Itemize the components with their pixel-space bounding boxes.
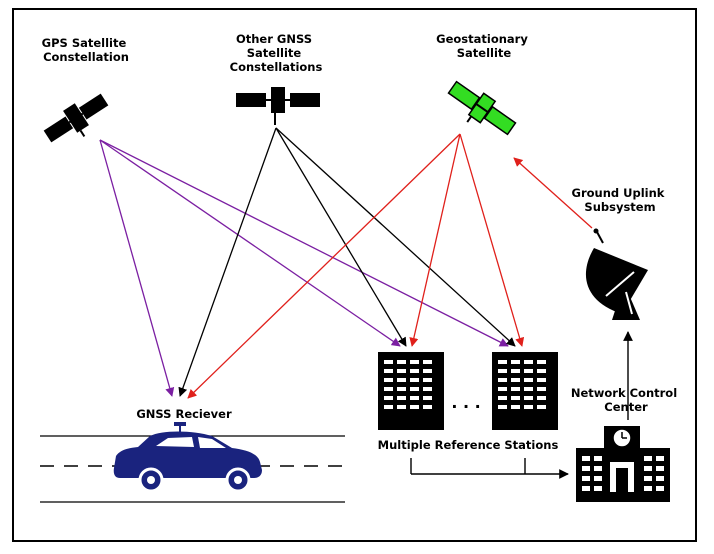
- clock-icon: [612, 428, 632, 448]
- satellite-icon: [447, 80, 517, 136]
- geo-signals: [187, 133, 593, 399]
- gps-signals: [99, 139, 509, 397]
- gps-constellation-label: GPS Satellite Constellation: [42, 36, 131, 64]
- diagram-frame: [12, 8, 697, 542]
- building-icon: [492, 352, 558, 430]
- car-icon: [113, 422, 262, 493]
- station-links: [410, 331, 633, 479]
- dish-icon: [585, 228, 648, 320]
- other-gnss-signals: [178, 127, 516, 397]
- other-gnss-label: Other GNSS Satellite Constellations: [230, 32, 323, 74]
- gnss-receiver-label: GNSS Reciever: [136, 407, 232, 421]
- reference-stations-label: Multiple Reference Stations: [378, 438, 559, 452]
- ncc-building: [576, 426, 670, 502]
- satellite-icon: [236, 87, 320, 125]
- stations-ellipsis: . . .: [451, 393, 480, 412]
- geostationary-label: Geostationary Satellite: [436, 32, 532, 60]
- network-control-label: Network Control Center: [571, 386, 681, 414]
- satellite-icon: [43, 93, 109, 143]
- ground-uplink-label: Ground Uplink Subsystem: [572, 186, 669, 214]
- building-icon: [378, 352, 444, 430]
